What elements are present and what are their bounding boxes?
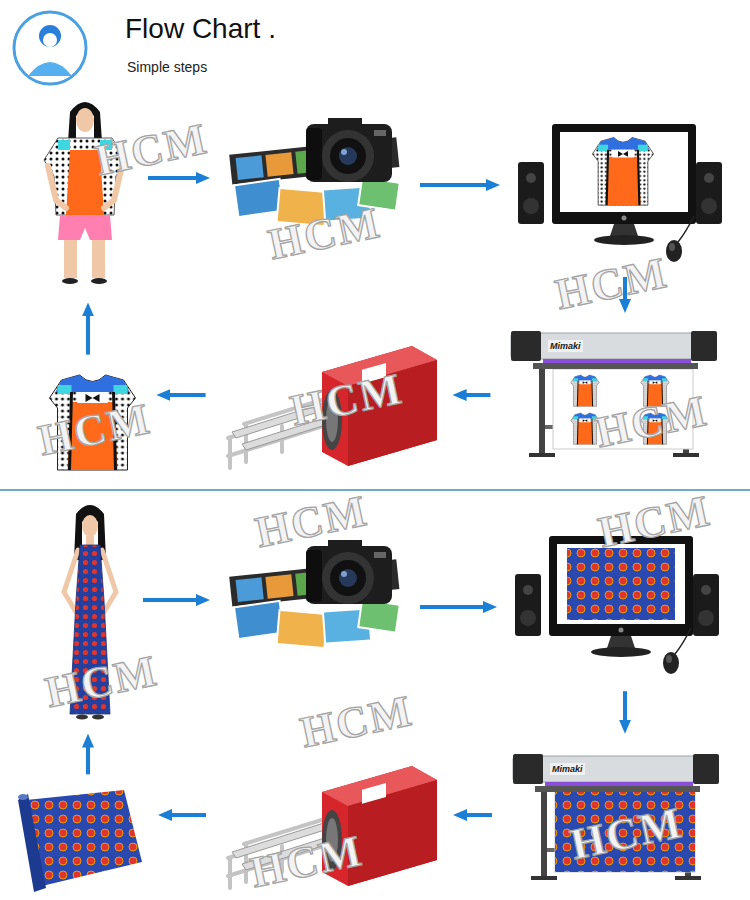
title-holder: Flow Chart . (125, 12, 276, 46)
fabric-roll (18, 788, 142, 892)
watermark: HCM (34, 394, 155, 466)
watermark: HCM (594, 486, 715, 558)
watermark-holder: HCM (35, 397, 155, 464)
node-text-holder: Mimaki (548, 335, 722, 353)
flow-arrow (148, 176, 199, 180)
subtitle: Simple steps (127, 59, 207, 75)
computer-design (518, 120, 722, 265)
camera-photos (228, 540, 402, 654)
flow-arrow (420, 183, 489, 187)
brand-name: Mimaki (550, 763, 585, 775)
watermark: HCM (296, 686, 417, 758)
flow-arrow (86, 313, 90, 354)
watermark-holder: HCM (92, 117, 212, 184)
flow-arrow (464, 393, 491, 397)
flow-arrow (167, 393, 205, 397)
flow-arrow (169, 813, 206, 817)
caption-holder: Simple steps (127, 58, 207, 76)
watermark: HCM (91, 114, 212, 186)
watermark-holder: HCM (42, 649, 162, 716)
node-text-holder: Mimaki (550, 758, 724, 776)
flow-arrow (86, 745, 90, 775)
watermark: HCM (41, 646, 162, 718)
model-photo (40, 95, 130, 285)
flow-arrow (464, 813, 492, 817)
brand-name: Mimaki (548, 340, 583, 352)
flow-arrow (143, 598, 199, 602)
chart-title: Flow Chart . (125, 13, 276, 44)
flow-arrow (420, 605, 486, 609)
watermark-holder: HCM (552, 251, 672, 318)
watermark: HCM (551, 248, 672, 320)
flow-arrow (623, 691, 627, 723)
watermark-holder: HCM (297, 689, 417, 756)
watermark-holder: HCM (595, 489, 715, 556)
